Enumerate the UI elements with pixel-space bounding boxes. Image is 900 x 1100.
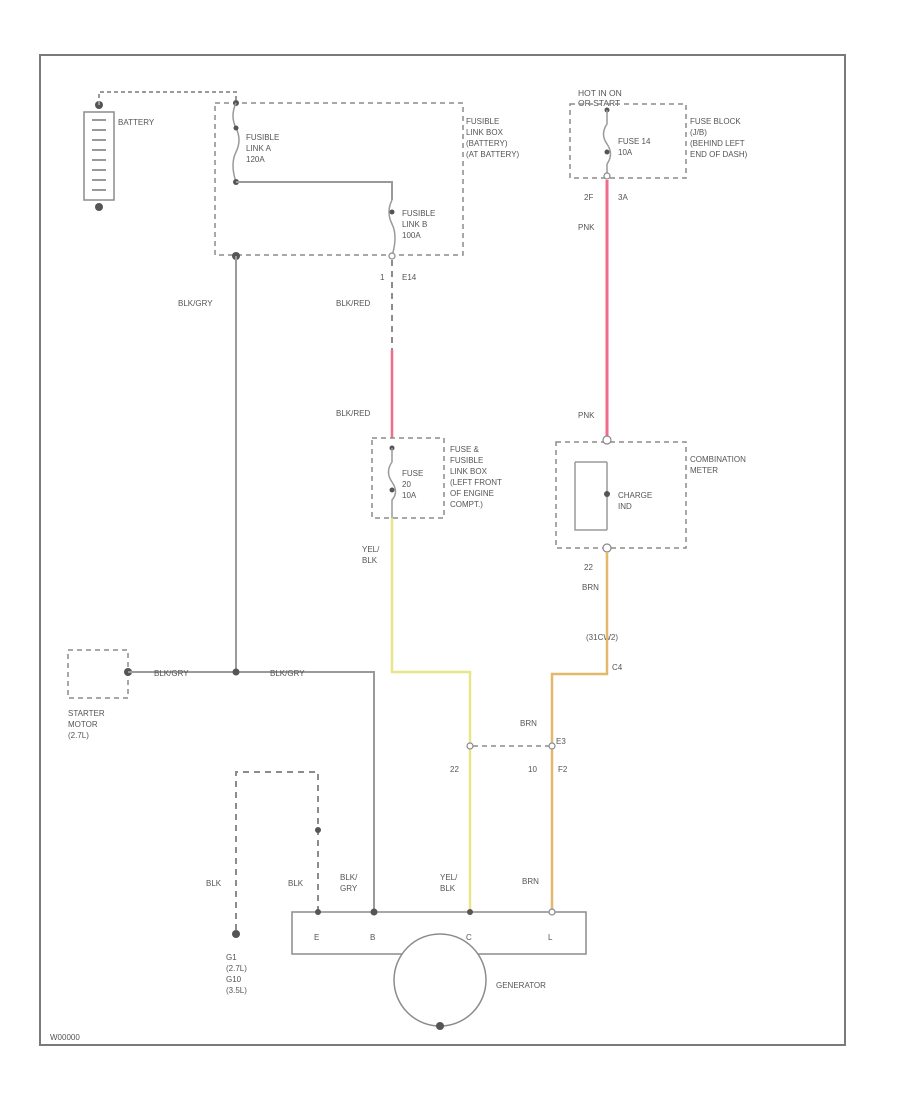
charge-ind-label: CHARGE IND [618,491,654,511]
fusible-link-b-label: FUSIBLE LINK B 100A [402,209,438,240]
ground-terminal [232,930,240,938]
wire-label-blk-gry-generator: BLK/GRY [270,669,305,678]
diagram-frame [39,54,846,1046]
generator-symbol [393,933,487,1027]
mid-connector-yel [466,742,474,750]
wire-label-brn-connector: BRN [520,719,537,728]
wire-yel-blk [390,518,472,912]
meter-connector-31cw2: (31CW2) [586,633,618,642]
meter-terminal-c4: C4 [612,663,623,672]
wire-label-blk-ground: BLK [206,879,222,888]
fuse-14 [602,107,612,180]
fusible-link-a-label: FUSIBLE LINK A 120A [246,133,282,164]
wire-link-a-to-link-b [236,181,393,200]
wire-label-yel-blk-gen: YEL/ BLK [440,873,460,893]
fuse-block-pin-2f: 2F [584,193,593,202]
meter-output-connector [602,543,612,553]
terminal-c: C [466,933,472,942]
mid-connector-f2: F2 [558,765,568,774]
fuse-20 [387,445,397,518]
meter-pin-22: 22 [584,563,593,572]
starter-motor [67,649,129,699]
wire-blk-gry-horizontal [128,671,375,912]
starter-motor-label: STARTER MOTOR (2.7L) [68,709,107,740]
battery-symbol [83,101,115,211]
fuse-block-label: FUSE BLOCK (J/B) (BEHIND LEFT END OF DAS… [690,117,748,159]
terminal-e: E [314,933,319,942]
generator-ground-node [436,1022,444,1030]
ground-label: G1 (2.7L) G10 (3.5L) [226,953,249,995]
wire-brn [550,552,609,912]
fuse-block-jb [569,103,687,179]
fuse-14-label: FUSE 14 10A [618,137,653,157]
wire-label-pnk-upper: PNK [578,223,595,232]
meter-input-connector [602,435,612,445]
battery-label: BATTERY [118,118,155,127]
wire-label-blk-generator: BLK [288,879,304,888]
mid-connector-brn [548,742,556,750]
wire-label-blk-gry-vertical: BLK/GRY [178,299,213,308]
wire-blk-ground [235,771,319,930]
connector-e14: E14 [402,273,417,282]
fusible-link-box-label: FUSIBLE LINK BOX (BATTERY) (AT BATTERY) [466,117,520,159]
connector-pin-1: 1 [380,273,385,282]
fusible-link-box [214,102,464,256]
splice-node [232,668,240,676]
fuse-20-label: FUSE 20 10A [402,469,426,500]
wire-label-pnk-lower: PNK [578,411,595,420]
fuse-box-engine [371,437,445,519]
wire-label-blk-red-upper: BLK/RED [336,299,370,308]
combination-meter [555,441,687,549]
fuse-block-pin-3a: 3A [618,193,628,202]
generator-label: GENERATOR [496,981,546,990]
wire-label-blk-gry-gen: BLK/ GRY [340,873,360,893]
wire-label-brn-gen: BRN [522,877,539,886]
diagram-id: W00000 [50,1033,80,1042]
mid-pin-22: 22 [450,765,459,774]
mid-pin-10: 10 [528,765,537,774]
terminal-b: B [370,933,375,942]
fusible-link-a [232,100,240,185]
terminal-l: L [548,933,553,942]
wire-label-blk-red-lower: BLK/RED [336,409,370,418]
wire-battery-to-link-box [98,91,237,105]
fuse-box-engine-label: FUSE & FUSIBLE LINK BOX (LEFT FRONT OF E… [450,445,504,509]
fusible-link-b [388,199,396,260]
wire-label-brn-meter: BRN [582,583,599,592]
hot-label: HOT IN ON OR START [578,88,624,108]
mid-connector-e3: E3 [556,737,566,746]
charge-indicator-bulb [574,461,608,531]
wire-label-yel-blk-upper: YEL/ BLK [362,545,382,565]
wire-label-blk-gry-starter: BLK/GRY [154,669,189,678]
combination-meter-label: COMBINATION METER [690,455,748,475]
